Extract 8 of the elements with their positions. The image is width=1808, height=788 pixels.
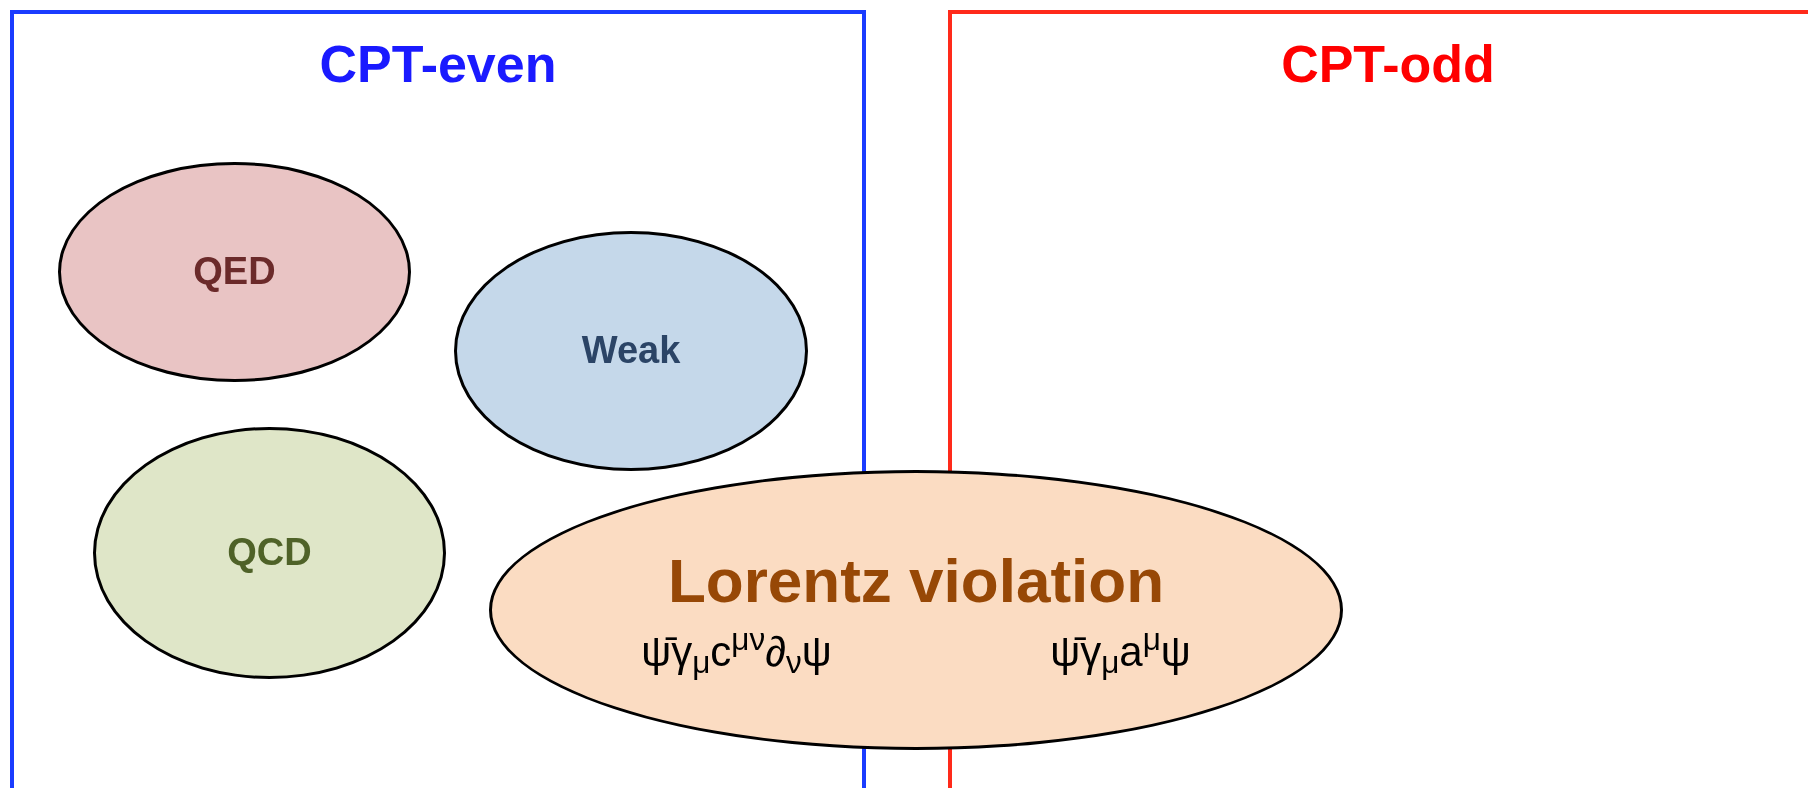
formula: ψ̄γ$_{μ}$c$^{μν}$∂$_{ν}$ψ	[641, 625, 832, 678]
frame-title: CPT-odd	[1281, 34, 1495, 95]
node-label: QCD	[227, 530, 312, 576]
frame-title: CPT-even	[319, 34, 557, 95]
node-label: QED	[193, 249, 276, 295]
formula: ψ̄γ$_{μ}$a$^{μ}$ψ	[1050, 625, 1191, 678]
node-label: Weak	[581, 328, 681, 374]
node-label: Lorentz violation	[668, 545, 1164, 617]
